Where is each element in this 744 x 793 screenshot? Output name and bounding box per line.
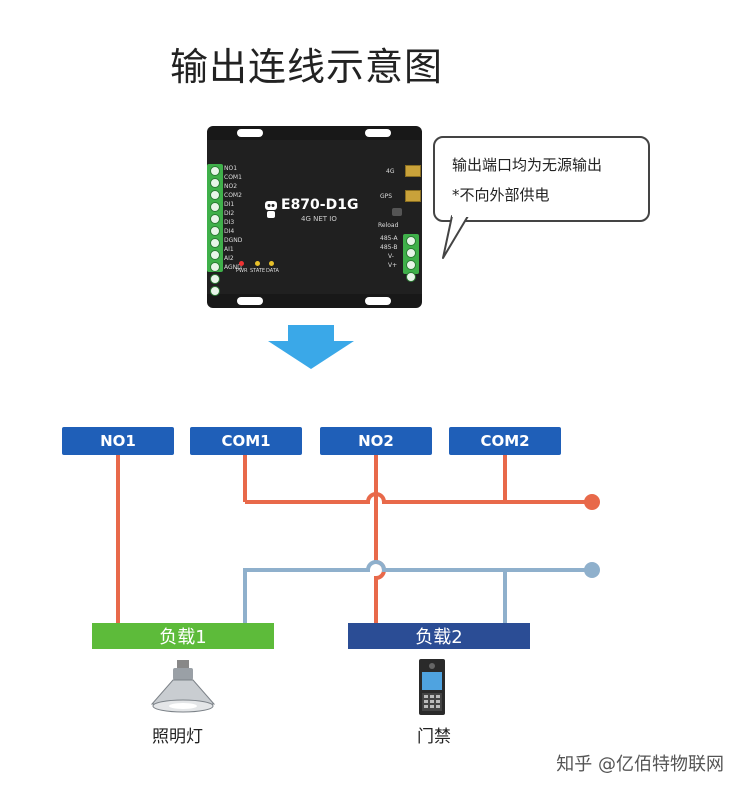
reload-button-icon — [392, 208, 402, 216]
pin-label: AGND — [224, 264, 242, 271]
led-label-pwr: PWR — [236, 268, 248, 274]
callout-line-2: *不向外部供电 — [452, 186, 550, 204]
port-no1: NO1 — [62, 427, 174, 455]
led-state-icon — [255, 261, 260, 266]
blue-terminal-dot — [584, 562, 600, 578]
pin-label: DI2 — [224, 210, 235, 217]
antenna-label-gps: GPS — [380, 193, 393, 200]
port-com2: COM2 — [449, 427, 561, 455]
led-label-data: DATA — [266, 268, 279, 274]
antenna-label-4g: 4G — [386, 168, 395, 175]
antenna-gps-icon — [405, 190, 421, 202]
pin-label: DI3 — [224, 219, 235, 226]
antenna-4g-icon — [405, 165, 421, 177]
pin-label: AI2 — [224, 255, 234, 262]
pin-label: 485-B — [380, 244, 398, 251]
watermark: 知乎 @亿佰特物联网 — [556, 754, 724, 775]
pin-label: DGND — [224, 237, 243, 244]
access-caption: 门禁 — [417, 727, 451, 747]
pin-label: COM1 — [224, 174, 242, 181]
down-arrow-icon — [268, 325, 354, 369]
robot-logo-icon — [265, 201, 277, 218]
red-terminal-dot — [584, 494, 600, 510]
led-pwr-icon — [239, 261, 244, 266]
load-1: 负载1 — [92, 623, 274, 649]
pin-label: NO2 — [224, 183, 238, 190]
right-terminal-block — [403, 234, 419, 282]
device-body — [207, 126, 422, 308]
pin-label: DI4 — [224, 228, 235, 235]
lamp-icon — [150, 660, 216, 713]
pin-label: NO1 — [224, 165, 238, 172]
port-com1: COM1 — [190, 427, 302, 455]
page-title: 输出连线示意图 — [170, 45, 444, 89]
pin-label: AI1 — [224, 246, 234, 253]
pin-label: 485-A — [380, 235, 398, 242]
port-no2: NO2 — [320, 427, 432, 455]
load-2: 负载2 — [348, 623, 530, 649]
callout-line-1: 输出端口均为无源输出 — [452, 156, 603, 174]
left-terminal-block — [207, 164, 223, 296]
pin-label: COM2 — [224, 192, 242, 199]
callout-tail — [442, 214, 469, 259]
lamp-caption: 照明灯 — [152, 727, 203, 747]
callout-box: 输出端口均为无源输出 *不向外部供电 — [433, 136, 650, 222]
pin-label: DI1 — [224, 201, 235, 208]
reload-label: Reload — [378, 222, 399, 229]
led-label-state: STATE — [250, 268, 266, 274]
device-brand: E870-D1G — [281, 197, 359, 213]
led-data-icon — [269, 261, 274, 266]
pin-label: V- — [388, 253, 394, 260]
pin-label: V+ — [388, 262, 398, 269]
device-subtitle: 4G NET IO — [301, 215, 337, 223]
access-control-icon — [419, 659, 445, 715]
